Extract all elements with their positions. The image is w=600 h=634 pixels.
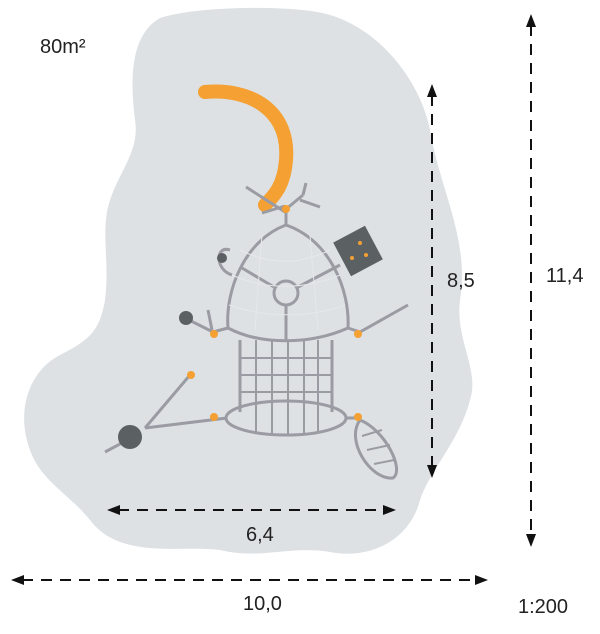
structure-height-label: 8,5 <box>447 270 475 292</box>
structure-width-label: 6,4 <box>246 524 274 546</box>
area-label: 80m² <box>40 36 86 58</box>
arrowheads <box>11 14 536 585</box>
spinners <box>118 253 227 449</box>
climbing-panel <box>333 225 383 277</box>
slide <box>198 84 294 212</box>
scale-label: 1:200 <box>518 596 569 618</box>
connectors <box>187 205 368 421</box>
climbing-frame <box>104 182 409 480</box>
total-width-label: 10,0 <box>243 593 282 615</box>
total-height-label: 11,4 <box>546 265 584 287</box>
